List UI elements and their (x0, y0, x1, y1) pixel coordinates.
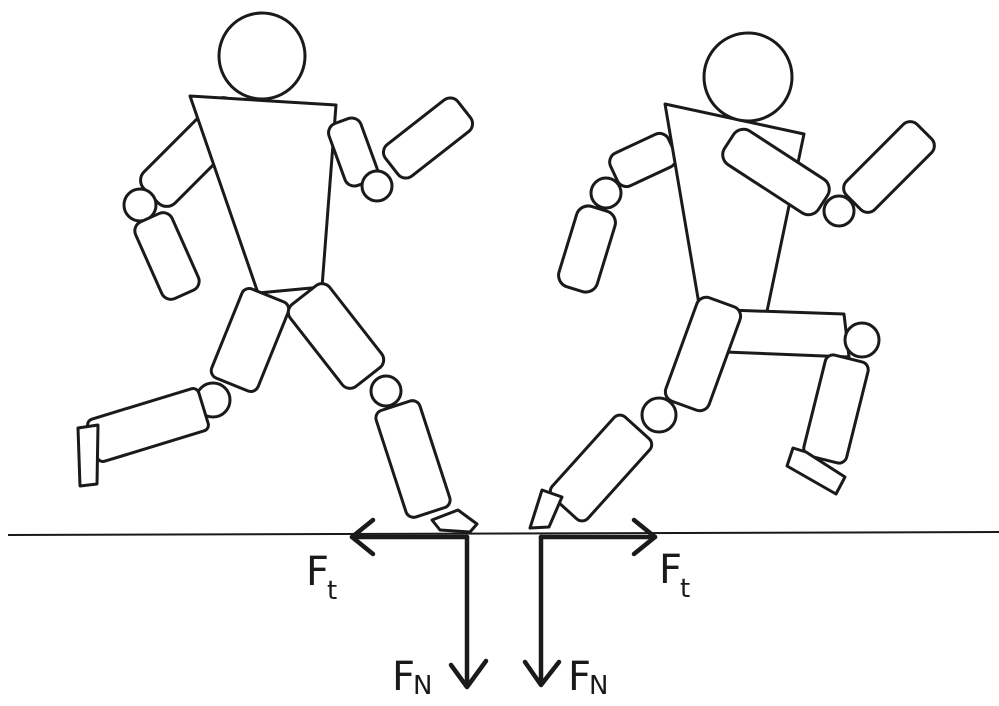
left-runner (78, 13, 477, 532)
normal-label-left: FN (392, 654, 430, 701)
left-runner-torso (190, 96, 336, 293)
friction-label-right: Ft (659, 547, 690, 604)
right-runner-planted-leg (530, 294, 743, 528)
normal-label-right: FN (568, 654, 606, 701)
friction-label-left: Ft (306, 549, 337, 606)
left-runner-back-leg (78, 286, 291, 486)
right-runner-back-arm (556, 130, 680, 295)
ground-line (8, 532, 999, 535)
normal-arrow-left (451, 537, 486, 687)
left-runner-front-arm (326, 94, 477, 201)
left-runner-planted-leg (284, 280, 477, 532)
left-runner-head (219, 13, 305, 99)
right-runner-raised-leg (725, 310, 879, 494)
right-runner (530, 33, 938, 528)
normal-arrow-right (525, 537, 559, 685)
right-runner-head (704, 33, 792, 121)
friction-arrow-right (541, 520, 655, 554)
